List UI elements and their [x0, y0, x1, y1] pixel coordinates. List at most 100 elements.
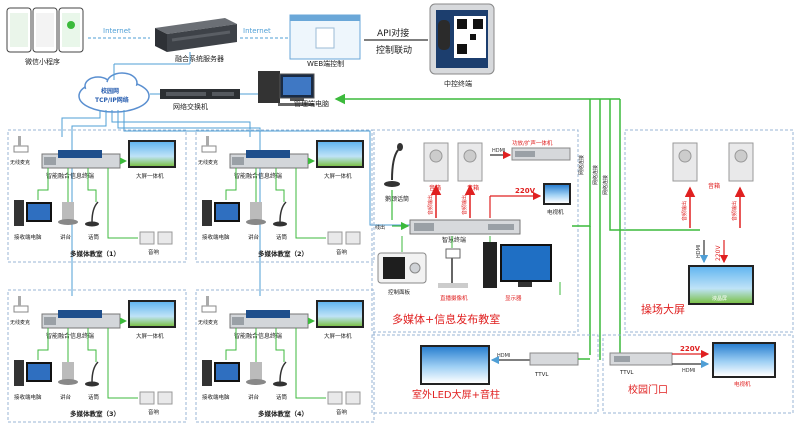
speaker-left-icon: [423, 142, 449, 182]
gooseneck-label: 鹅颈话筒: [385, 195, 409, 203]
amplifier-label: 功放/扩声一体机: [512, 139, 553, 147]
speaker-label: 音响: [148, 248, 160, 256]
playground-speaker-left-icon: [672, 142, 698, 182]
terminal-label: 智能融合信息终端: [46, 332, 94, 340]
gate-box-label: TTVL: [619, 370, 634, 376]
receiver-pc-icon: [14, 360, 52, 386]
gate-title: 校园门口: [628, 383, 668, 396]
classroom-title: 多媒体教室（2）: [258, 249, 308, 258]
screen-label: 大屏一体机: [136, 332, 164, 340]
speaker-pair-icon: [327, 391, 361, 405]
screen-label: 大屏一体机: [324, 332, 352, 340]
receiver-pc-icon: [14, 200, 52, 226]
smart-screen-icon: [316, 140, 364, 168]
lineout-label: 线出: [375, 224, 385, 231]
pc-label: 接收端电脑: [202, 393, 230, 401]
web-window-icon: [289, 14, 361, 60]
screen-label: 大屏一体机: [136, 172, 164, 180]
server-label: 融合系统服务器: [175, 54, 224, 63]
pc-label: 接收端电脑: [14, 233, 42, 241]
internet-label-left: Internet: [103, 27, 131, 35]
cloud-label-2: TCP/IP网络: [95, 96, 129, 104]
server-icon: [155, 18, 237, 52]
api-label: API对接: [377, 27, 409, 39]
wireless-mic-icon: [201, 136, 217, 153]
playground-hdmi: HDMI: [696, 245, 702, 258]
smart-screen-icon: [316, 300, 364, 328]
desk-label: 讲台: [60, 393, 72, 401]
gate-hdmi: HDMI: [682, 368, 695, 374]
receiver-pc-icon: [202, 200, 240, 226]
classroom-3: 无线麦克智能融合信息终端大屏一体机接收端电脑讲台话筒音响多媒体教室（3）: [7, 289, 187, 423]
hdmi-label: HDMI: [492, 148, 505, 154]
amplifier-icon: [511, 147, 571, 161]
fusion-terminal-icon: [229, 150, 309, 169]
desk-label: 讲台: [60, 233, 72, 241]
podium-label: 话筒: [88, 393, 100, 401]
outdoor-title: 室外LED大屏+音柱: [412, 388, 500, 401]
audio-output-1: 音频输出: [427, 195, 434, 215]
speaker-right-icon: [457, 142, 483, 182]
desk-mic-icon: [246, 362, 266, 385]
podium-label: 话筒: [88, 233, 100, 241]
net-label-1: 网络连接: [578, 155, 585, 175]
desk-label: 讲台: [248, 393, 260, 401]
classroom-2: 无线麦克智能融合信息终端大屏一体机接收端电脑讲台话筒音响多媒体教室（2）: [195, 129, 375, 263]
backbone-lines: [572, 99, 700, 360]
speaker-pair-icon: [139, 231, 173, 245]
terminal-label: 智能融合信息终端: [234, 172, 282, 180]
smart-host-icon: [409, 219, 521, 235]
switch-label: 网络交换机: [173, 102, 208, 111]
api-label-2: 控制联动: [376, 44, 412, 56]
tv-label: 电视机: [547, 208, 564, 216]
mic-label: 无线麦克: [10, 159, 30, 166]
desk-label: 讲台: [248, 233, 260, 241]
podium-mic-icon: [273, 361, 287, 387]
podium-mic-icon: [85, 361, 99, 387]
desk-mic-icon: [58, 362, 78, 385]
podium-label: 话筒: [276, 393, 288, 401]
classroom-title: 多媒体教室（3）: [70, 409, 120, 418]
wechat-label: 微信小程序: [25, 57, 60, 66]
classroom-title: 多媒体教室（1）: [70, 249, 120, 258]
pc-label: 接收端电脑: [14, 393, 42, 401]
network-switch-icon: [160, 89, 240, 99]
playground-screen-icon: [688, 265, 754, 305]
gate-tv-label: 电视机: [734, 380, 751, 388]
admin-pc-icon: [258, 71, 315, 106]
terminal-label: 智能融合信息终端: [46, 172, 94, 180]
gate-decoder-icon: [609, 352, 673, 366]
cloud-label-1: 校园网: [101, 87, 119, 95]
speaker-label: 音响: [336, 408, 348, 416]
outdoor-hdmi: HDMI: [497, 353, 510, 359]
gate-tv-icon: [712, 342, 776, 378]
screen-label: 大屏一体机: [324, 172, 352, 180]
mic-label: 无线麦克: [198, 159, 218, 166]
podium-mic-icon: [85, 201, 99, 227]
net-label-3: 网络连接: [602, 175, 609, 195]
gate-frame: [602, 334, 794, 414]
receiver-pc-icon: [202, 360, 240, 386]
camera-label: 直播摄像机: [440, 294, 468, 302]
web-label: WEB端控制: [307, 59, 344, 68]
smart-host-label: 智慧终端: [442, 236, 466, 244]
playground-title: 操场大屏: [641, 302, 685, 316]
playground-speaker-right-icon: [728, 142, 754, 182]
outdoor-box-label: TTVL: [534, 372, 549, 378]
gooseneck-mic-icon: [384, 143, 403, 187]
fusion-terminal-icon: [41, 310, 121, 329]
terminal-label: 中控终端: [444, 79, 472, 88]
playground-audio-1: 音频输出: [681, 201, 688, 221]
campus-cloud-icon: [78, 72, 150, 113]
podium-mic-icon: [273, 201, 287, 227]
outdoor-led-icon: [420, 345, 490, 385]
desk-mic-icon: [246, 202, 266, 225]
publish-room-frame: [371, 129, 579, 333]
playground-speaker-label: 音箱: [708, 182, 720, 190]
tv-icon: [543, 183, 571, 205]
podium-label: 话筒: [276, 233, 288, 241]
playground-screen-label: 液晶屏: [712, 295, 727, 302]
classroom-title: 多媒体教室（4）: [258, 409, 308, 418]
control-panel-label: 控制面板: [388, 288, 411, 296]
